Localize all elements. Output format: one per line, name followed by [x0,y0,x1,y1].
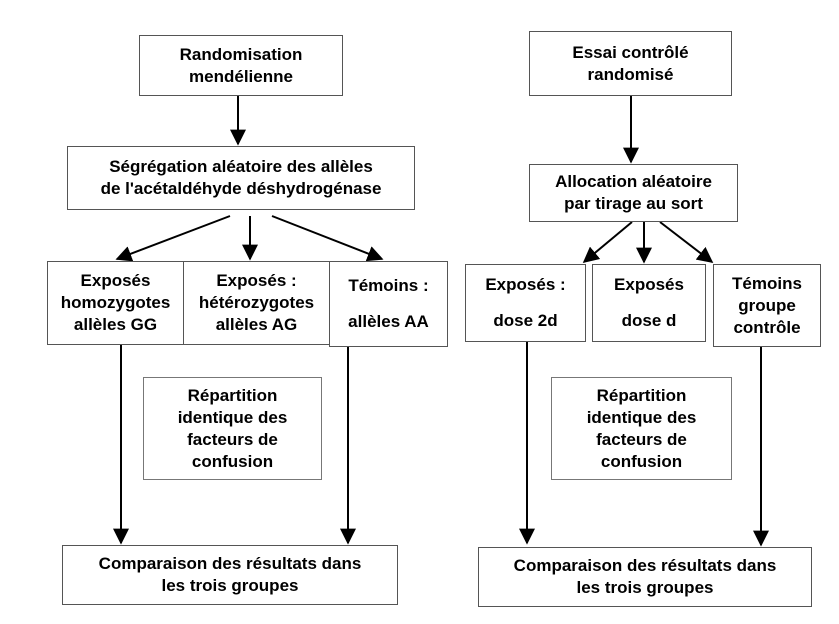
group-gg-box: Exposés homozygotes allèles GG [47,261,184,345]
group-dose-2d-box: Exposés : dose 2d [465,264,586,342]
label-line: Exposés : [485,275,566,294]
label-line: allèles AA [348,312,429,331]
label-line: allèles GG [73,315,158,334]
allele-segregation-box: Ségrégation aléatoire des allèles de l'a… [67,146,415,210]
label-line: Exposés [80,271,151,290]
label-line: mendélienne [189,66,293,86]
group-aa-box: Témoins : allèles AA [329,261,448,347]
label-line: groupe [738,295,796,315]
label-line: identique des [586,407,697,427]
label-line: contrôle [733,317,801,337]
label-line: confusion [191,451,274,471]
label-line: Témoins : [348,276,429,295]
label-line: Randomisation [179,44,303,64]
label-line: dose d [621,311,677,330]
label-line: les trois groupes [161,576,299,595]
label-line: Exposés [614,275,684,294]
label-line: Témoins [732,273,802,293]
label-line: Répartition [187,385,278,405]
label-line: les trois groupes [576,578,714,597]
arrow-allocation-to-control [659,221,714,263]
group-dose-d-box: Exposés dose d [592,264,706,342]
random-allocation-box: Allocation aléatoire par tirage au sort [529,164,738,222]
arrow-segregation-to-gg [115,215,231,262]
mendelian-randomisation-box: Randomisation mendélienne [139,35,343,96]
label-line: facteurs de [187,429,278,449]
comparison-box-left: Comparaison des résultats dans les trois… [62,545,398,605]
label-line: confusion [600,451,683,471]
label-line: Exposés : [216,271,297,290]
label-line: homozygotes [60,293,171,312]
label-line: Ségrégation aléatoire des allèles [109,157,373,176]
label-line: Comparaison des résultats dans [513,556,777,575]
confounders-box-right: Répartition identique des facteurs de co… [551,377,732,480]
randomised-trial-box: Essai contrôlé randomisé [529,31,732,96]
label-line: Comparaison des résultats dans [98,554,362,573]
label-line: allèles AG [215,315,298,334]
group-ag-box: Exposés : hétérozygotes allèles AG [183,261,330,345]
label-line: identique des [177,407,288,427]
comparison-box-right: Comparaison des résultats dans les trois… [478,547,812,607]
arrow-segregation-to-aa [271,215,384,262]
label-line: Répartition [596,385,687,405]
label-line: Allocation aléatoire [555,172,712,191]
label-line: de l'acétaldéhyde déshydrogénase [100,179,382,198]
label-line: Essai contrôlé [572,42,689,62]
control-group-box: Témoins groupe contrôle [713,264,821,347]
label-line: facteurs de [596,429,687,449]
label-line: randomisé [587,64,674,84]
confounders-box-left: Répartition identique des facteurs de co… [143,377,322,480]
label-line: dose 2d [493,311,558,330]
arrow-allocation-to-2d [582,221,633,264]
label-line: par tirage au sort [564,194,703,213]
label-line: hétérozygotes [198,293,315,312]
